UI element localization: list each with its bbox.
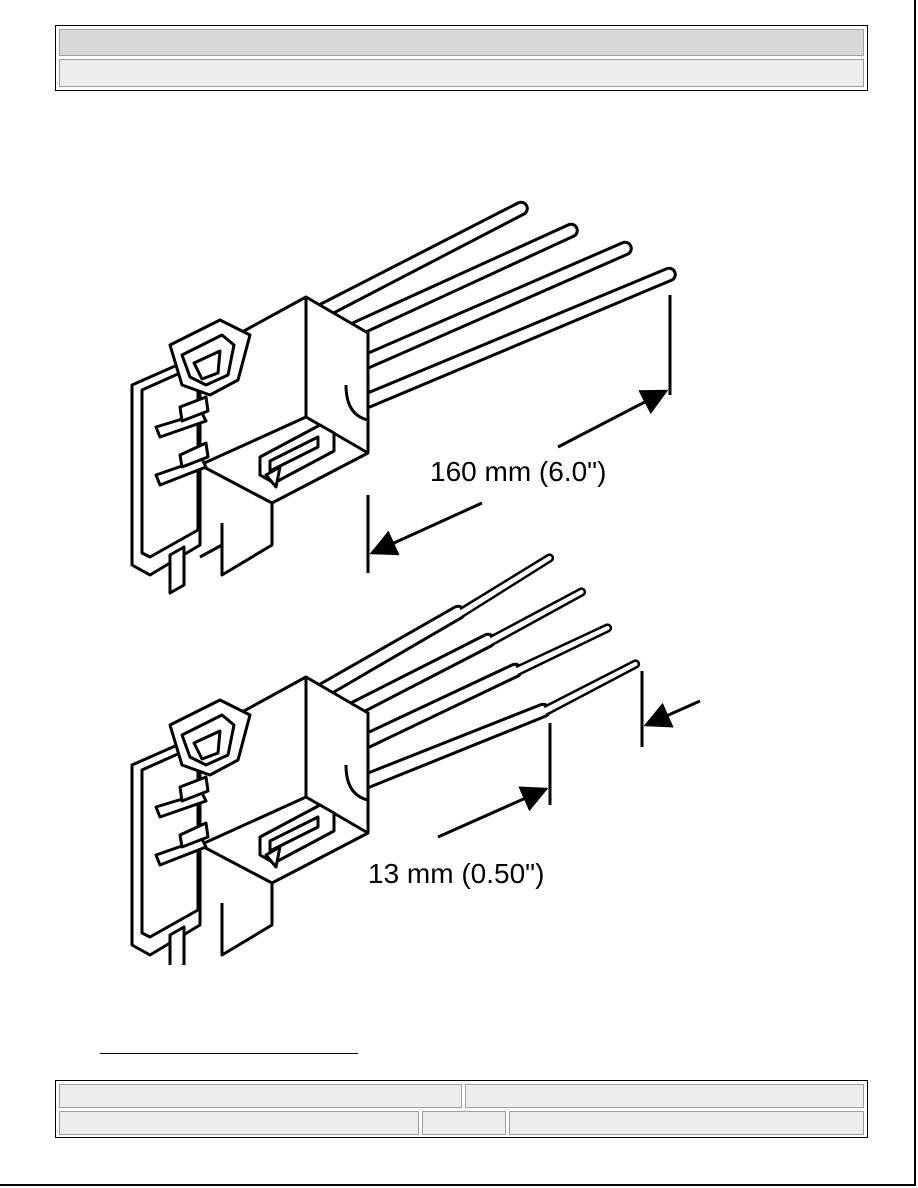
footer-cell-right-bottom — [509, 1111, 864, 1135]
lower-connector — [130, 553, 641, 965]
lower-wire-insulation — [313, 604, 551, 791]
footer-cell-middle-bottom — [422, 1111, 506, 1135]
footer-cell-right-top — [465, 1084, 864, 1108]
lower-stripped-conductors — [459, 553, 641, 717]
footer-cell-left-bottom — [59, 1111, 419, 1135]
upper-wires — [313, 200, 677, 411]
lower-left-arrow — [437, 786, 549, 839]
header-row-title — [59, 29, 864, 56]
upper-left-arrow — [369, 501, 483, 556]
upper-dimension-callout — [366, 295, 672, 573]
header-table — [55, 25, 868, 91]
upper-connector — [130, 200, 677, 595]
connector-wire-stripping-illustration: 160 mm (6.0") — [130, 200, 701, 965]
footer-table — [55, 1080, 868, 1138]
header-row-subtitle — [59, 59, 864, 87]
upper-dimension-label: 160 mm (6.0") — [430, 456, 606, 487]
lower-dimension-callout — [437, 671, 701, 839]
footnote-rule — [100, 1053, 358, 1054]
lower-dimension-label: 13 mm (0.50") — [368, 858, 544, 889]
footer-cell-left-top — [59, 1084, 462, 1108]
lower-right-arrow — [643, 699, 701, 728]
upper-right-arrow — [557, 389, 669, 449]
